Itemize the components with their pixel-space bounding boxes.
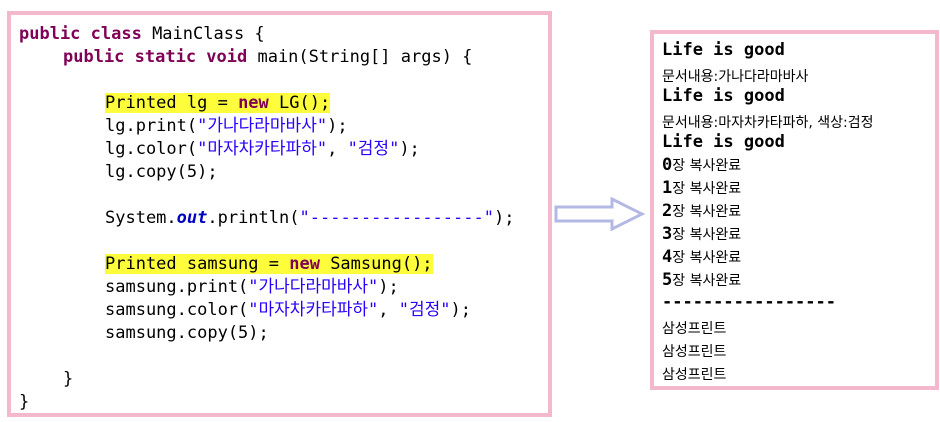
output-copy-line: 2장 복사완료 [662, 201, 742, 221]
code-line-lg-print: lg.print("가나다라마바사"); [105, 116, 348, 136]
code-line-main-decl: public static void main(String[] args) { [63, 47, 473, 67]
output-line: 문서내용:가나다라마바사 [662, 69, 809, 85]
output-line: Life is good [662, 86, 785, 106]
output-line: Life is good [662, 40, 785, 60]
output-copy-line: 4장 복사완료 [662, 247, 742, 267]
code-line-close-class: } [19, 392, 30, 412]
code-line-lg-new: Printed lg = new LG(); [105, 93, 331, 113]
code-line-samsung-copy: samsung.copy(5); [105, 323, 269, 343]
code-line-println: System.out.println("-----------------"); [105, 208, 515, 228]
code-line-samsung-print: samsung.print("가나다라마바사"); [105, 277, 399, 297]
output-copy-line: 1장 복사완료 [662, 178, 742, 198]
code-line-lg-copy: lg.copy(5); [105, 162, 218, 182]
output-line: 삼성프린트 [662, 367, 727, 383]
code-line-lg-color: lg.color("마자차카타파하", "검정"); [105, 139, 420, 159]
console-output-panel: Life is good 문서내용:가나다라마바사 Life is good 문… [650, 30, 939, 390]
code-line-samsung-new: Printed samsung = new Samsung(); [105, 254, 433, 274]
code-panel: public class MainClass { public static v… [7, 11, 552, 417]
output-separator: ----------------- [662, 292, 836, 312]
output-line: Life is good [662, 132, 785, 152]
right-arrow-icon [554, 197, 646, 231]
output-line: 삼성프린트 [662, 344, 727, 360]
code-line-samsung-color: samsung.color("마자차카타파하", "검정"); [105, 300, 471, 320]
code-line-class-decl: public class MainClass { [19, 24, 265, 44]
output-copy-line: 5장 복사완료 [662, 270, 742, 290]
code-line-close-main: } [63, 369, 74, 389]
output-line: 문서내용:마자차카타파하, 색상:검정 [662, 115, 874, 131]
output-copy-line: 3장 복사완료 [662, 224, 742, 244]
output-copy-line: 0장 복사완료 [662, 155, 742, 175]
output-line: 삼성프린트 [662, 321, 727, 337]
